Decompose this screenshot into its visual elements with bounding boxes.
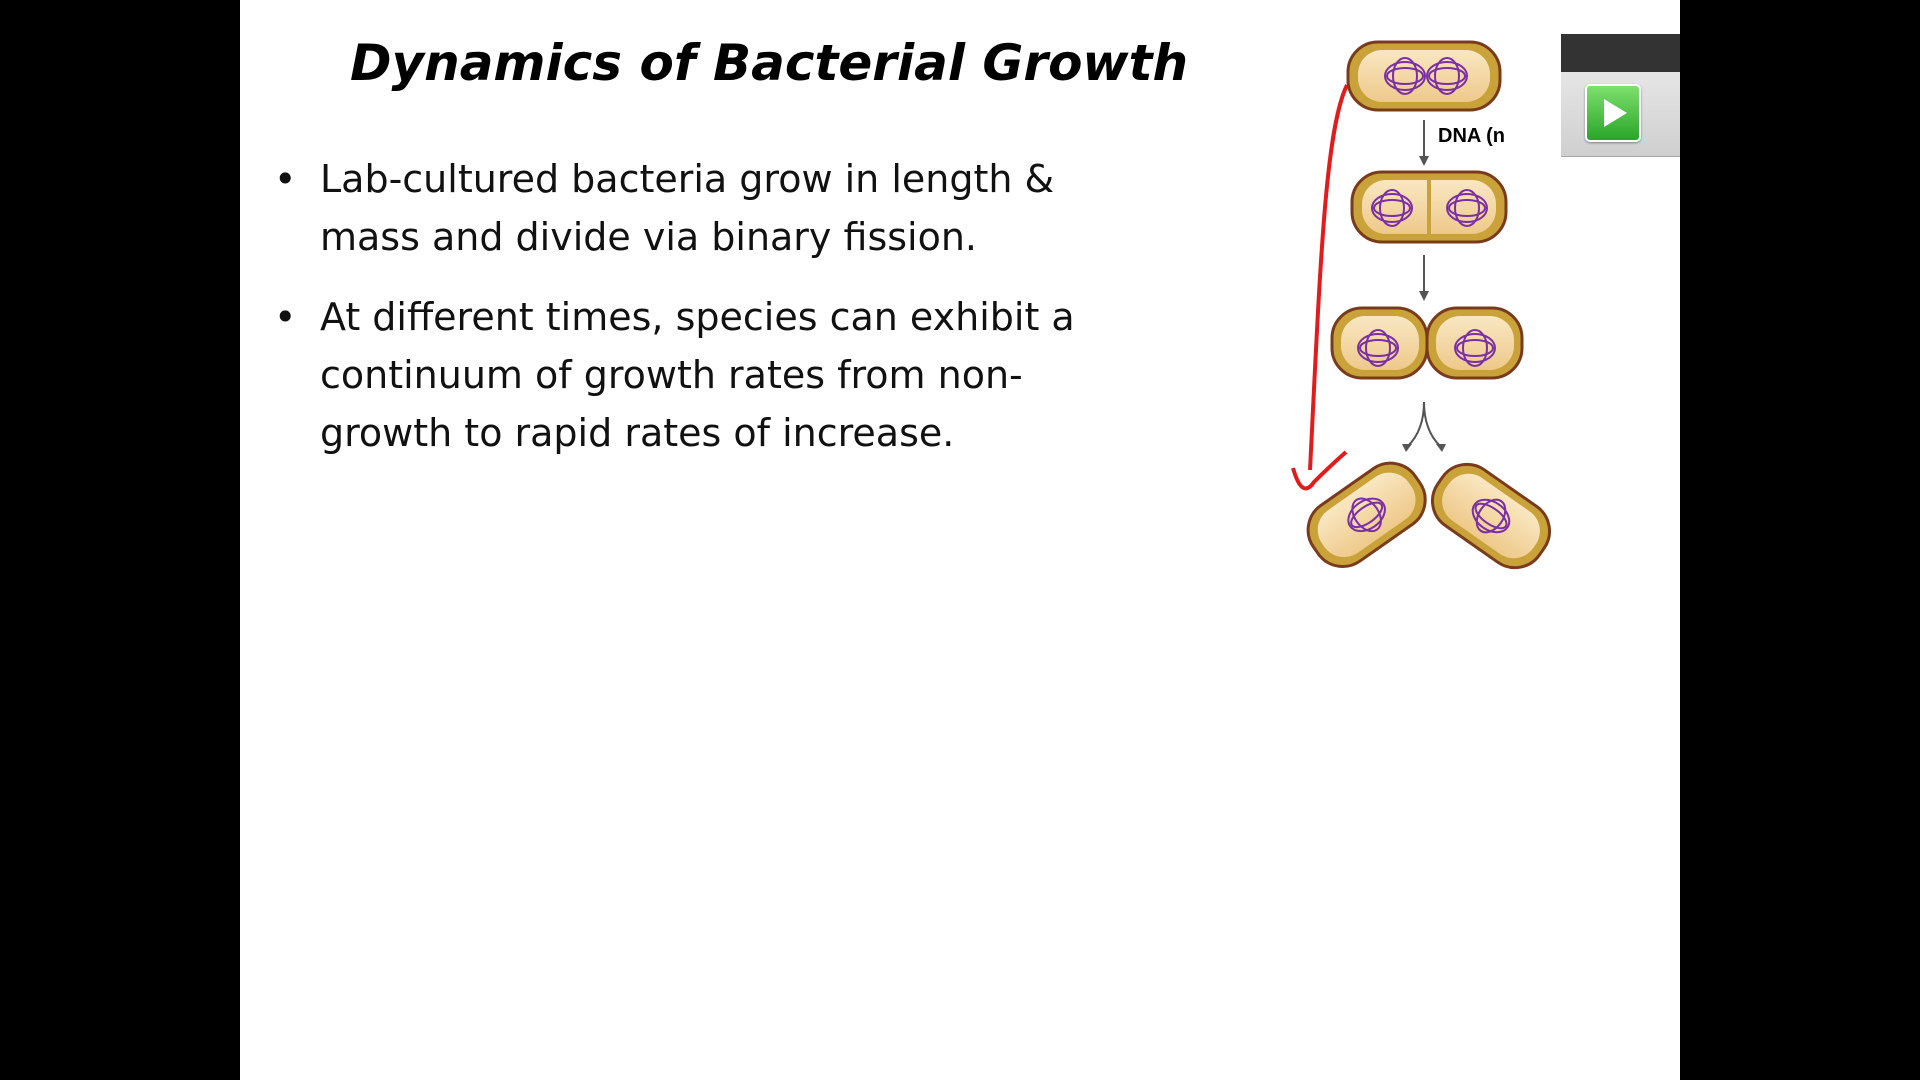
bullet-item: • Lab-cultured bacteria grow in length &… xyxy=(264,150,1124,266)
annotation-arrow xyxy=(1308,84,1349,471)
dna-icon xyxy=(1347,497,1386,533)
cell-stage-1 xyxy=(1346,40,1502,112)
play-button[interactable] xyxy=(1585,84,1641,142)
bullet-text: Lab-cultured bacteria grow in length & m… xyxy=(320,157,1055,259)
arrow-down-icon xyxy=(1419,255,1429,301)
bullet-text: At different times, species can exhibit … xyxy=(320,295,1075,455)
media-player-panel xyxy=(1561,72,1680,157)
bullet-symbol: • xyxy=(274,295,297,339)
arrow-down-icon xyxy=(1419,120,1429,166)
bullet-list: • Lab-cultured bacteria grow in length &… xyxy=(264,150,1124,484)
cell-stage-2 xyxy=(1350,170,1508,244)
dna-icon xyxy=(1384,57,1468,95)
daughter-cell-right xyxy=(1430,462,1552,570)
binary-fission-diagram: DNA (n xyxy=(1291,40,1552,570)
annotation-arrowhead xyxy=(1291,450,1348,491)
split-arrow-icon xyxy=(1407,401,1441,447)
bullet-item: • At different times, species can exhibi… xyxy=(264,288,1124,462)
play-icon xyxy=(1604,99,1627,127)
dna-icon xyxy=(1357,329,1496,367)
bullet-symbol: • xyxy=(274,157,297,201)
dna-icon xyxy=(1471,498,1511,534)
dna-label: DNA (n xyxy=(1438,125,1505,147)
daughter-cell-left xyxy=(1306,461,1427,568)
media-player-bar xyxy=(1561,34,1680,72)
cell-stage-3 xyxy=(1330,306,1524,380)
slide: Dynamics of Bacterial Growth • Lab-cultu… xyxy=(240,0,1680,1080)
dna-icon xyxy=(1371,189,1488,227)
slide-title: Dynamics of Bacterial Growth xyxy=(350,34,1189,92)
